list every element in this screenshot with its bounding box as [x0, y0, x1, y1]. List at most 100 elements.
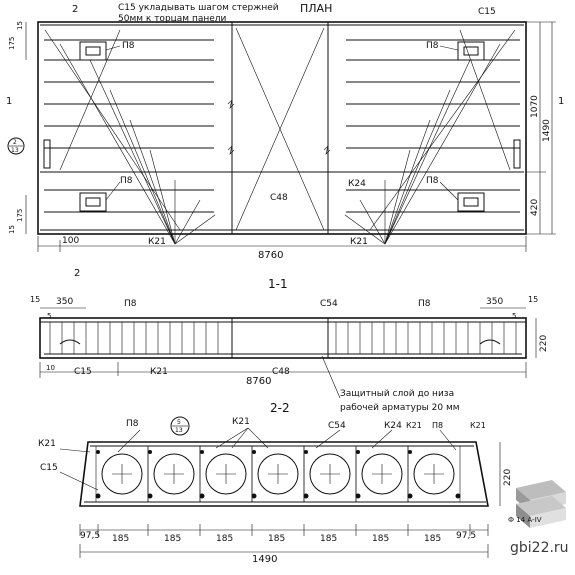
- rebar-dot: [147, 493, 153, 499]
- rebar-dot-top: [356, 450, 360, 454]
- hollow-core: [153, 453, 195, 495]
- label-k21-left: К21: [148, 237, 166, 247]
- s11-dim-5-left: 5: [47, 312, 51, 320]
- plan-dim-length: 8760: [258, 250, 283, 261]
- plan-fan-left: [59, 43, 216, 245]
- s11-dim-length: 8760: [246, 376, 271, 387]
- plan-section-1-right: 1: [558, 96, 564, 107]
- s11-dim-15-right: 15: [528, 295, 538, 304]
- s11-label-c48: С48: [272, 367, 290, 377]
- section11-title: 1-1: [268, 277, 288, 291]
- s11-label-c54: С54: [320, 299, 338, 309]
- callout-circle-s22: [170, 416, 190, 436]
- s22-label-k21-far: К21: [470, 421, 486, 430]
- s22-label-p8-right: П8: [432, 421, 443, 430]
- hollow-core: [205, 453, 247, 495]
- s11-label-p8-left: П8: [124, 299, 137, 309]
- dim-pitch: 185: [164, 534, 181, 544]
- callout-s22-top: 5: [177, 419, 181, 426]
- plan-section-1-left: 1: [6, 96, 12, 107]
- hollow-core: [413, 453, 455, 495]
- watermark-code: Ф 14 А-IV: [508, 516, 542, 524]
- callout-plan-top: 2: [13, 139, 17, 146]
- p8-box-top-right: [457, 41, 485, 61]
- rebar-dot-top: [252, 450, 256, 454]
- plan-view: ПЛАН С15 укладывать шагом стержней 50мм …: [6, 2, 564, 279]
- label-p8-br: П8: [426, 176, 439, 186]
- plan-dim-100: 100: [62, 236, 79, 246]
- plan-dim-175-top: 175: [8, 37, 16, 50]
- s11-label-p8-right: П8: [418, 299, 431, 309]
- rebar-dot-top: [408, 450, 412, 454]
- plan-dim-1070: 1070: [530, 95, 540, 118]
- rebar-dot-top: [148, 450, 152, 454]
- s11-dim-15-left: 15: [30, 295, 40, 304]
- dim-pitch: 185: [112, 534, 129, 544]
- s11-note-2: рабочей арматуры 20 мм: [340, 403, 460, 413]
- s22-label-k21-right: К21: [406, 421, 422, 430]
- callout-s22-bottom: 13: [175, 427, 183, 434]
- dim-pitch: 185: [268, 534, 285, 544]
- s22-dim-total: 1490: [252, 554, 277, 565]
- s22-label-p8-left: П8: [126, 419, 139, 429]
- s11-label-k21: К21: [150, 367, 168, 377]
- plan-title: ПЛАН: [300, 2, 332, 15]
- label-c48: С48: [270, 193, 288, 203]
- dim-pitch: 185: [216, 534, 233, 544]
- plan-dim-15-top: 15: [16, 21, 24, 30]
- rebar-dot: [355, 493, 361, 499]
- rebar-dot-top: [96, 450, 100, 454]
- s22-dim-edge-right: 97,5: [456, 531, 476, 541]
- label-c15-top-right: С15: [478, 7, 496, 17]
- s11-dim-350-right: 350: [486, 297, 503, 307]
- p8-box-bottom-right: [457, 192, 485, 212]
- plan-outline: [37, 21, 527, 235]
- s22-label-k21-left: К21: [38, 439, 56, 449]
- label-p8-tl: П8: [122, 41, 135, 51]
- label-p8-tr: П8: [426, 41, 439, 51]
- dim-pitch: 185: [372, 534, 389, 544]
- s11-dim-5-right: 5: [512, 312, 516, 320]
- p8-box-bottom-left: [79, 192, 107, 212]
- dim-pitch: 185: [320, 534, 337, 544]
- watermark-site: gbi22.ru: [510, 540, 569, 556]
- s11-dim-220: 220: [539, 335, 549, 352]
- s11-dim-10: 10: [46, 364, 55, 372]
- plan-note-2: 50мм к торцам панели: [118, 14, 227, 24]
- section-1-1: 1-1 15 350 350 15 5 5 10 220 8760 П8 П8 …: [30, 277, 549, 413]
- plan-section-mark-bottom: 2: [74, 268, 80, 279]
- plan-right-rods: [346, 39, 520, 213]
- hollow-core: [257, 453, 299, 495]
- hollow-core: [361, 453, 403, 495]
- plan-fan-right: [344, 43, 501, 245]
- rebar-dot-top: [304, 450, 308, 454]
- rebar-dot: [95, 493, 101, 499]
- rebar-dot: [251, 493, 257, 499]
- callout-plan-bottom: 13: [11, 147, 19, 154]
- section22-dimensions: 185 185 185 185 185 185 185: [79, 524, 489, 544]
- rebar-dot: [199, 493, 205, 499]
- watermark-logo: [516, 480, 566, 528]
- dim-pitch: 185: [424, 534, 441, 544]
- s22-label-c15: С15: [40, 463, 58, 473]
- section22-hollow-cores: [95, 445, 461, 503]
- s11-label-c15: С15: [74, 367, 92, 377]
- section11-stirrups: [49, 322, 517, 354]
- plan-dim-175-bottom: 175: [16, 209, 24, 222]
- s22-label-c54: С54: [328, 421, 346, 431]
- s22-label-k21-mid: К21: [232, 417, 250, 427]
- plan-section-mark-top: 2: [72, 4, 78, 15]
- callout-circle-plan: [7, 137, 25, 155]
- hollow-core: [101, 453, 143, 495]
- section22-outline: [79, 441, 489, 507]
- watermark: Ф 14 А-IV gbi22.ru: [508, 480, 569, 556]
- s11-dim-350-left: 350: [56, 297, 73, 307]
- section22-title: 2-2: [270, 401, 290, 415]
- s11-note-1: Защитный слой до низа: [340, 389, 454, 399]
- s22-dim-height: 220: [503, 469, 513, 486]
- rebar-dot: [455, 493, 461, 499]
- hollow-core: [309, 453, 351, 495]
- label-k24: К24: [348, 179, 366, 189]
- s22-label-k24: К24: [384, 421, 402, 431]
